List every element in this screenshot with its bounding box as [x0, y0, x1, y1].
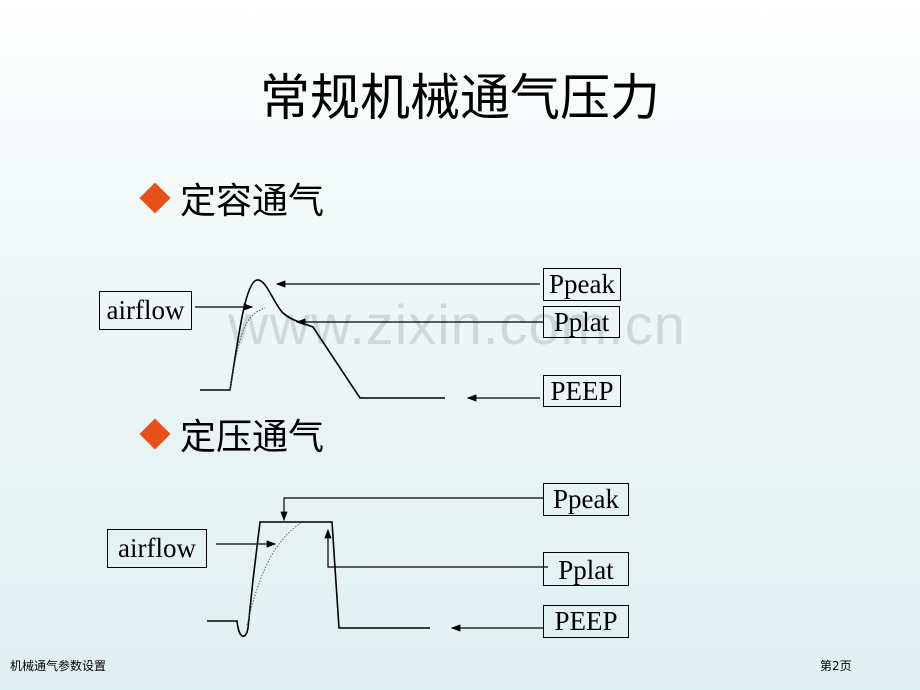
pressure-curve-volume: [200, 279, 445, 399]
airflow-label: airflow: [99, 291, 192, 330]
pplat-arrow: [324, 528, 548, 568]
ppeak-label: Ppeak: [543, 483, 629, 516]
bullet-text: 定压通气: [180, 417, 325, 458]
airflow-label: airflow: [107, 529, 207, 568]
page-number: 第2页: [820, 659, 852, 673]
pplat-label: Pplat: [543, 306, 620, 338]
footer-title: 机械通气参数设置: [10, 659, 107, 673]
pressure-curve-pressure: [207, 521, 430, 637]
bullet-pressure-control: 定压通气: [139, 408, 325, 460]
peep-label: PEEP: [543, 605, 629, 638]
flow-curve-dotted: [229, 307, 266, 391]
bullet-text: 定容通气: [180, 181, 325, 222]
peep-label: PEEP: [543, 375, 621, 407]
pplat-label: Pplat: [543, 552, 629, 586]
slide-title: 常规机械通气压力: [260, 69, 660, 127]
bullet-volume-control: 定容通气: [139, 172, 325, 224]
flow-curve-dotted: [246, 521, 303, 626]
ppeak-arrow: [280, 497, 543, 522]
ppeak-label: Ppeak: [543, 268, 621, 301]
